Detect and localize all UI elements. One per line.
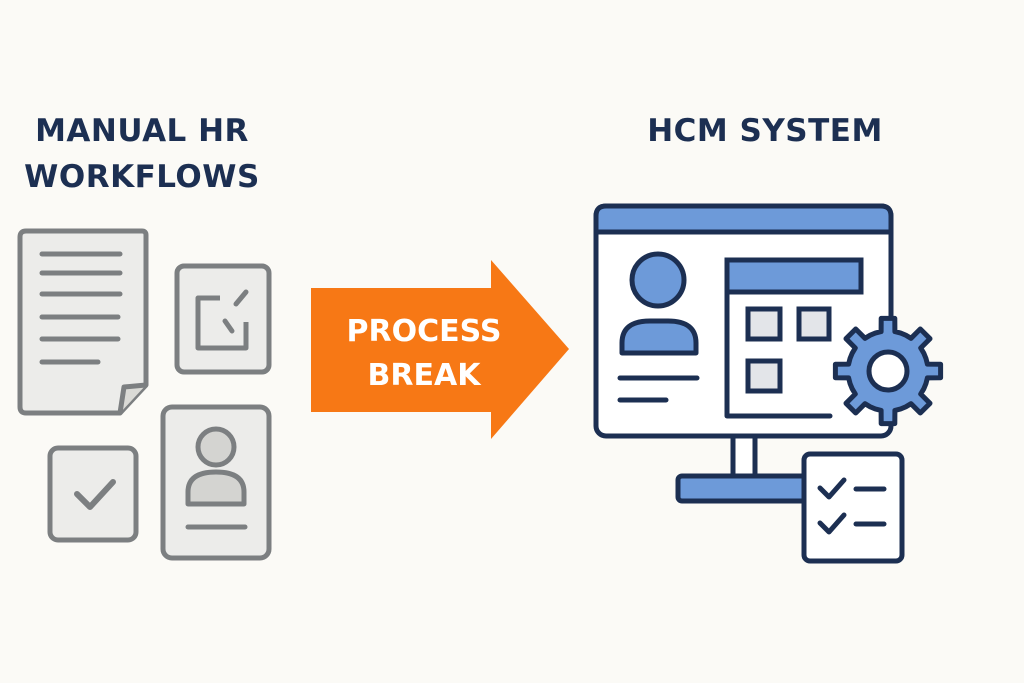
- checkbox-icon: [47, 445, 139, 543]
- arrow-label-line-1: PROCESS: [347, 314, 502, 349]
- right-title: HCM SYSTEM: [647, 113, 883, 149]
- checklist-icon: [801, 451, 905, 564]
- edit-form-icon: [174, 263, 272, 375]
- arrow-label-line-2: BREAK: [368, 358, 483, 393]
- left-title-line-2: WORKFLOWS: [24, 159, 260, 195]
- data-panel-icon: [724, 257, 864, 419]
- user-profile-icon: [617, 251, 700, 403]
- left-title-line-1: MANUAL HR: [35, 113, 249, 149]
- manual-hr-workflows-title: MANUAL HR WORKFLOWS: [0, 108, 284, 200]
- employee-id-card-icon: [160, 404, 272, 561]
- gear-icon: [832, 315, 944, 427]
- process-break-arrow: PROCESS BREAK: [311, 260, 569, 439]
- document-icon: [17, 228, 149, 416]
- hcm-system-title: HCM SYSTEM: [560, 108, 970, 154]
